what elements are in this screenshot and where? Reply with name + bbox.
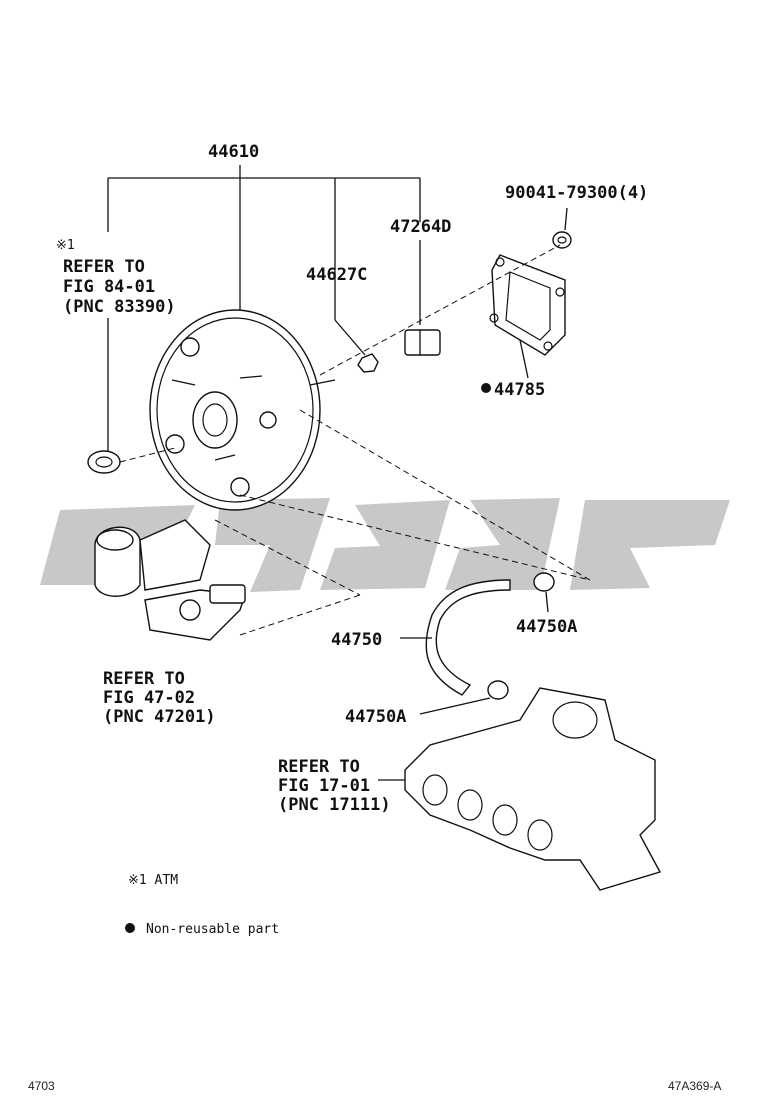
ref-master-cyl-line1: REFER TO [103,669,185,689]
ref-master-cyl-line2: FIG 47-02 [103,688,195,708]
hose-clip-lower [419,680,509,715]
gasket-44785 [489,254,566,379]
ref-intake-line1: REFER TO [278,757,360,777]
legend-non-reusable-dot [125,923,135,933]
callout-44750: 44750 [331,630,382,650]
ref-atm-line1: REFER TO [63,257,145,277]
callout-44750A-upper: 44750A [516,617,577,637]
callout-44785: 44785 [494,380,545,400]
watermark-logo [40,498,730,592]
ref-intake-line2: FIG 17-01 [278,776,370,796]
callout-44610: 44610 [208,142,259,162]
brake-booster [149,309,336,511]
callout-44750A-lower: 44750A [345,707,406,727]
intake-manifold [378,687,662,891]
legend-atm-note: ※1 ATM [128,873,178,888]
master-cylinder [94,519,246,641]
legend-non-reusable-label: Non-reusable part [146,922,279,937]
figure-code: 47A369-A [668,1079,721,1093]
nut-90041 [552,207,572,249]
assembly-guide-lines [119,244,591,636]
vacuum-check-valve [357,353,379,373]
page-number: 4703 [28,1079,55,1093]
callout-47264D: 47264D [390,217,451,237]
non-reusable-marker-44785 [481,383,491,393]
ref-atm-line2: FIG 84-01 [63,277,155,297]
atm-connector [87,450,121,474]
callout-44627C: 44627C [306,265,367,285]
hose-clip-upper [533,572,555,613]
grommet-47264D [404,329,441,356]
callout-bracket-44610 [107,165,421,455]
ref-intake-line3: (PNC 17111) [278,795,391,815]
ref-atm-line3: (PNC 83390) [63,297,176,317]
ref-atm-mark: ※1 [56,238,75,253]
callout-90041: 90041-79300(4) [505,183,648,203]
vacuum-hose [400,579,511,696]
ref-master-cyl-line3: (PNC 47201) [103,707,216,727]
